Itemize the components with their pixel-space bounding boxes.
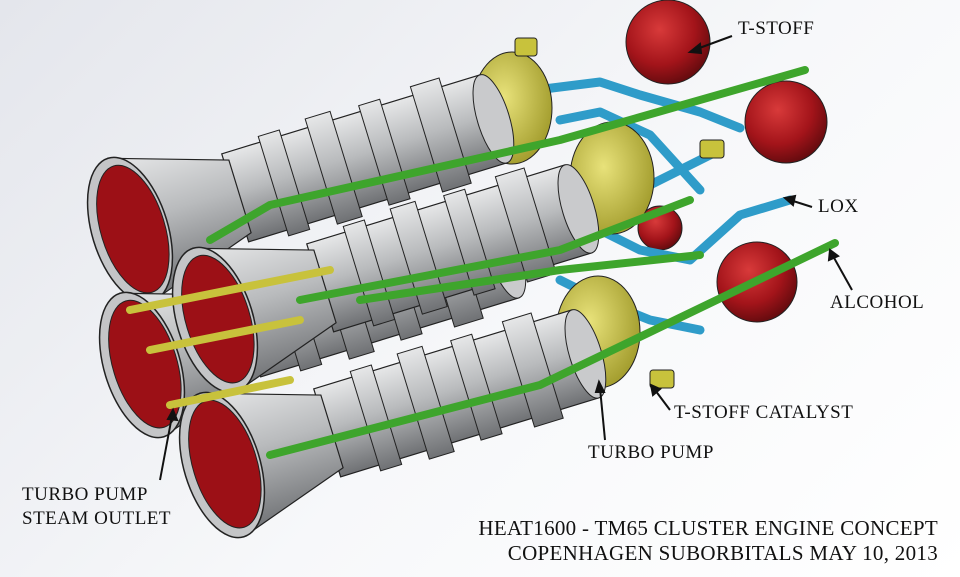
label-lox: LOX [818,196,859,217]
t-stoff-catalyst-units [514,37,725,389]
t-stoff-tank [744,80,828,164]
caption-title: HEAT1600 - TM65 CLUSTER ENGINE CONCEPT [478,516,938,540]
label-steam-outlet-line1: TURBO PUMP [22,484,148,505]
label-alcohol: ALCOHOL [830,292,925,313]
caption-subtitle: COPENHAGEN SUBORBITALS MAY 10, 2013 [507,541,938,565]
label-arrows [159,35,853,481]
t-stoff-tank [625,0,711,85]
label-t-stoff: T-STOFF [738,18,815,39]
label-steam-outlet-line2: STEAM OUTLET [22,508,172,529]
label-t-stoff-catalyst: T-STOFF CATALYST [674,402,854,423]
label-turbo-pump: TURBO PUMP [588,442,714,463]
steam-outlet-pipes [126,266,334,409]
alcohol-pipes [206,66,839,459]
